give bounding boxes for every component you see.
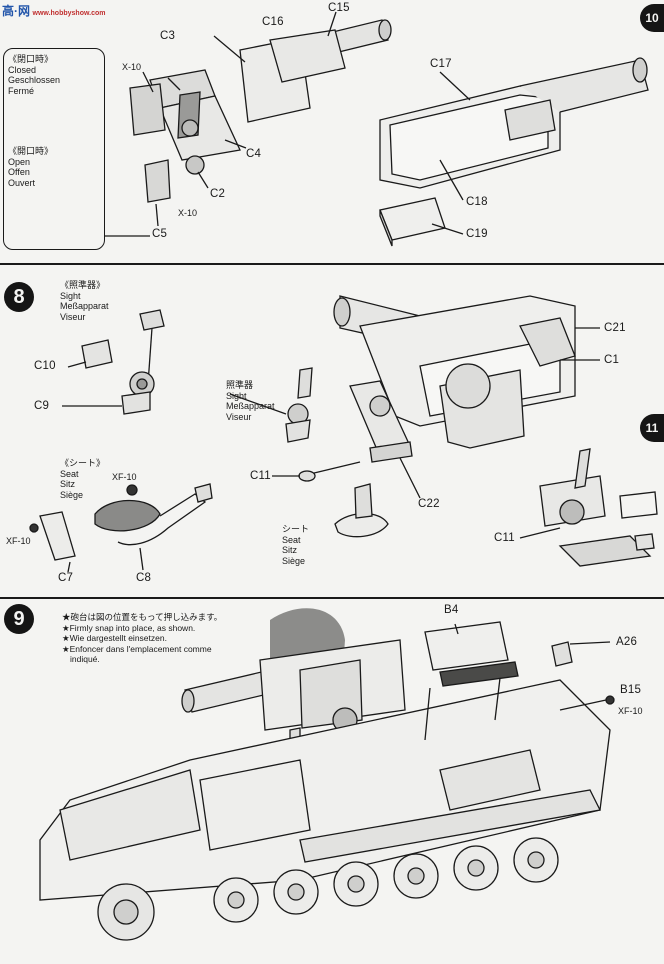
- sight2-de: Meßapparat: [226, 401, 275, 411]
- step-9-panel: 9 ★砲台は図の位置をもって押し込みます。 ★Firmly snap into …: [0, 600, 664, 964]
- part-label-c7: C7: [58, 572, 74, 584]
- sight2-fr: Viseur: [226, 411, 252, 422]
- part-label-xf10-seat: XF-10: [112, 472, 137, 482]
- seat2-de: Sitz: [282, 545, 298, 555]
- part-label-c15: C15: [328, 2, 350, 14]
- divider-7-8: [0, 263, 664, 265]
- part-label-c3: C3: [160, 30, 176, 42]
- part-label-x10-bottom: X-10: [178, 208, 198, 218]
- seat2-en: Seat: [282, 534, 301, 545]
- part-label-c1: C1: [604, 354, 620, 366]
- open-ja: 《開口時》: [8, 146, 54, 156]
- sight-caption: 《照準器》 Sight Meßapparat Viseur: [60, 280, 109, 322]
- part-label-c22: C22: [418, 498, 440, 510]
- step-8-drawing: [29, 295, 658, 573]
- part-label-c4: C4: [246, 148, 262, 160]
- note-fr-1: ★Enfoncer dans l'emplacement comme: [62, 643, 212, 654]
- part-label-x10-top: X-10: [122, 62, 142, 72]
- watermark-site: 高·网: [2, 4, 30, 18]
- closed-fr: Fermé: [8, 85, 35, 96]
- step-9-drawing: [39, 608, 615, 941]
- part-label-c10: C10: [34, 360, 56, 372]
- step-9-notes: ★砲台は図の位置をもって押し込みます。 ★Firmly snap into pl…: [62, 612, 222, 665]
- note-en: ★Firmly snap into place, as shown.: [62, 622, 196, 633]
- part-label-b15: B15: [620, 684, 642, 696]
- part-label-c2: C2: [210, 188, 226, 200]
- part-label-xf10: XF-10: [618, 706, 643, 716]
- seat2-fr: Siège: [282, 555, 306, 566]
- watermark-url: www.hobbyshow.com: [32, 10, 106, 17]
- seat-fr: Siège: [60, 489, 84, 500]
- part-label-c17: C17: [430, 58, 452, 70]
- part-label-c19: C19: [466, 228, 488, 240]
- seat-caption: 《シート》 Seat Sitz Siège: [60, 458, 105, 500]
- sight-ja: 《照準器》: [60, 280, 106, 290]
- step-number-9: 9: [4, 604, 34, 634]
- side-step-badge-10: 10: [640, 4, 664, 32]
- step-number-8: 8: [4, 282, 34, 312]
- open-en: Open: [8, 156, 31, 167]
- part-label-xf10-left: XF-10: [6, 536, 31, 546]
- note-ja: ★砲台は図の位置をもって押し込みます。: [62, 612, 223, 622]
- note-de: ★Wie dargestellt einsetzen.: [62, 633, 167, 643]
- sight2-ja: 照準器: [226, 380, 254, 390]
- open-caption: 《開口時》 Open Offen Ouvert: [8, 146, 53, 188]
- part-label-c8: C8: [136, 572, 152, 584]
- part-label-c21: C21: [604, 322, 626, 334]
- part-label-c5: C5: [152, 228, 168, 240]
- closed-caption: 《閉口時》 Closed Geschlossen Fermé: [8, 54, 60, 96]
- side-step-badge-11: 11: [640, 414, 664, 442]
- seat-caption-2: シート Seat Sitz Siège: [282, 524, 309, 566]
- note-fr-2: indiqué.: [70, 654, 100, 664]
- part-label-c16: C16: [262, 16, 284, 28]
- divider-8-9: [0, 597, 664, 599]
- open-closed-inset: [3, 48, 105, 250]
- step-8-panel: 8 11 《照準器》 Sight Meßapparat Viseur 照準器 S…: [0, 266, 664, 596]
- step-7-panel: C15 C16 C3 X-10 C4 C2 X-10 C5 C17 C18 C1…: [0, 0, 664, 262]
- part-label-b4: B4: [444, 604, 459, 616]
- part-label-c11-detail: C11: [494, 532, 515, 544]
- part-label-a26: A26: [616, 636, 638, 648]
- seat2-ja: シート: [282, 524, 310, 534]
- sight-fr: Viseur: [60, 311, 86, 322]
- part-label-c11: C11: [250, 470, 271, 482]
- sight-caption-2: 照準器 Sight Meßapparat Viseur: [226, 380, 275, 422]
- seat-de: Sitz: [60, 479, 76, 489]
- closed-de: Geschlossen: [8, 75, 61, 85]
- part-label-c18: C18: [466, 196, 488, 208]
- seat-en: Seat: [60, 468, 79, 479]
- open-fr: Ouvert: [8, 177, 36, 188]
- open-de: Offen: [8, 167, 30, 177]
- sight-de: Meßapparat: [60, 301, 109, 311]
- closed-ja: 《閉口時》: [8, 54, 54, 64]
- watermark: 高·网 www.hobbyshow.com: [2, 2, 106, 19]
- seat-ja: 《シート》: [60, 458, 106, 468]
- closed-en: Closed: [8, 64, 37, 75]
- sight2-en: Sight: [226, 390, 247, 401]
- sight-en: Sight: [60, 290, 81, 301]
- part-label-c9: C9: [34, 400, 50, 412]
